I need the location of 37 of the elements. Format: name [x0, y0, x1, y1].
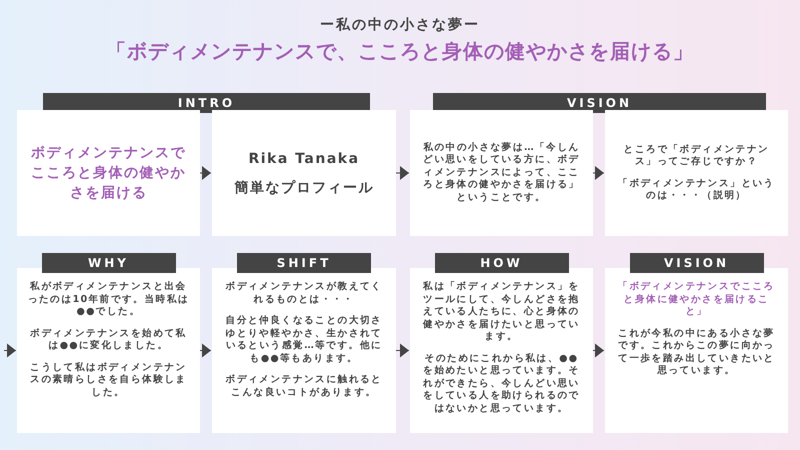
body-text: 私の中の小さな夢は…「今しんどい思いをしている方に、ボディメンテナンスによって、こころと身体の健やかさを届ける」ということです。: [422, 142, 581, 204]
step-card: [605, 253, 788, 433]
step-card: [212, 253, 396, 433]
body-text: Rika Tanaka: [248, 150, 360, 168]
body-text: そのためにこれから私は、●●を始めたいと思っています。それができたら、今しんどい思いをしている人を助けられるのではないかと思っています。: [422, 352, 581, 415]
arrow: [396, 166, 410, 180]
section-header-bar: HOW: [434, 253, 568, 273]
body-text: こうして私はボディメンテナンスの素晴らしさを自ら体験しました。: [29, 362, 188, 399]
body-text: ところで「ボディメンテナンス」ってご存じですか？: [622, 144, 770, 168]
step-card: [17, 110, 200, 236]
step-card: [410, 110, 593, 236]
arrow: [396, 344, 410, 358]
title-text: 「ボディメンテナンスで、こころと身体の健やかさを届ける」: [106, 39, 694, 63]
step-card: [410, 253, 593, 433]
body-text: ボディメンテナンスを始めて私は●●に変化しました。: [29, 328, 188, 352]
body-text: 「ボディメンテナンス」というのは・・・（説明）: [617, 178, 776, 202]
section-header-bar: SHIFT: [237, 253, 371, 273]
body-text: 私がボディメンテナンスと出会ったのは10年前です。当時私は●●でした。: [27, 281, 190, 318]
subtitle-text: ー私の中の小さな夢ー: [320, 17, 480, 33]
section-header-bar: WHY: [42, 253, 176, 273]
arrow: [200, 166, 212, 180]
body-text: ボディメンテナンスに触れるとこんな良いコトがあります。: [224, 374, 384, 399]
body-text: これが今私の中にある小さな夢です。これからこの夢に向かって一歩を踏み出していきたいと思っています。: [617, 328, 776, 378]
section-header-bar: VISION: [630, 253, 764, 273]
step-card: [17, 253, 200, 433]
step-card: [605, 110, 788, 236]
arrow: [200, 344, 212, 358]
arrow: [592, 344, 604, 358]
body-text: 私は「ボディメンテナンス」をツールにして、今しんどさを抱えている人たちに、心と身体の健やかさを届けたいと思っています。: [422, 281, 581, 344]
body-text: 簡単なプロフィール: [234, 178, 374, 198]
arrow: [4, 344, 16, 358]
body-text: 「ボディメンテナンスでこころと身体に健やかさを届けること」: [617, 281, 776, 318]
body-text: ボディメンテナンスが教えてくれるものとは・・・: [224, 281, 384, 306]
arrow: [592, 166, 604, 180]
body-text: 自分と仲良くなることの大切さゆとりや軽やかさ、生かされているという感覚…等です。他にも●●等もあります。: [224, 315, 384, 365]
body-text: ボディメンテナンスでこころと身体の健やかさを届ける: [30, 144, 187, 203]
step-card: [212, 110, 396, 236]
